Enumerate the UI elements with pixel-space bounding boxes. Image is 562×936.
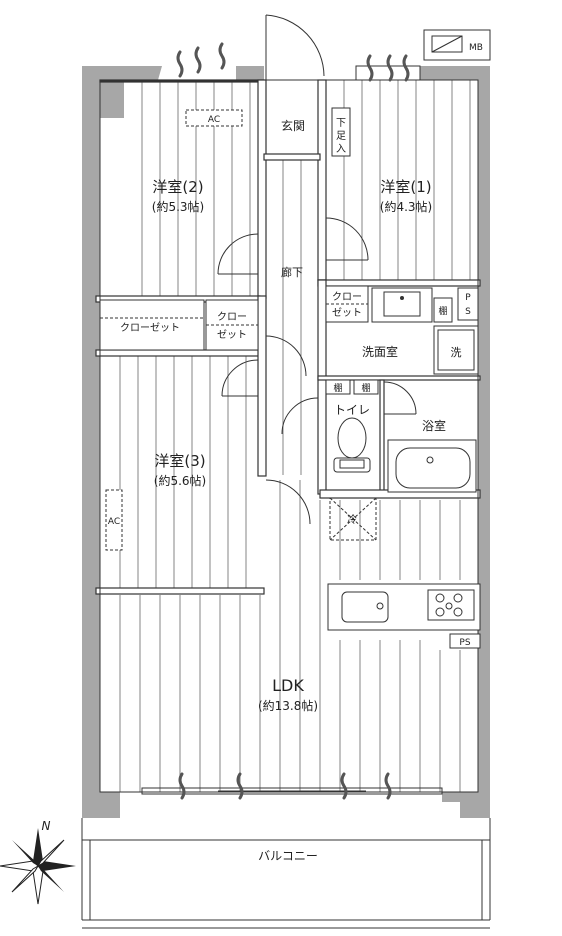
label-shoe-closet-3: 入 [336,144,346,155]
toilet-fixture [333,417,371,473]
closet-right [325,285,369,323]
shoe-closet [331,107,351,157]
door-arcs [217,217,417,525]
interior-walls [95,79,481,595]
meter-box [423,29,491,61]
label-shoe-closet-2: 足 [336,130,346,142]
label-closet-right-1: クロー [332,291,362,303]
label-shoe-closet-1: 下 [336,118,346,129]
exterior-walls [82,66,490,818]
label-shelf-a: 棚 [333,382,342,394]
room-name-western2: 洋室(2) [152,178,203,196]
bathtub [387,439,477,493]
vent-marks [176,42,410,800]
label-corridor: 廊下 [281,265,303,279]
room-area-western3: (約5.6帖) [154,473,206,488]
ps-wash [457,287,479,321]
washbasin [371,287,433,323]
ps-kitchen [449,633,481,649]
fridge-space [329,497,377,541]
room-name-ldk: LDK [272,676,304,695]
window-western1 [355,65,421,81]
label-mb: MB [469,43,483,53]
label-toilet: トイレ [334,403,370,417]
label-bathroom: 浴室 [422,418,446,433]
compass-rose [0,828,76,905]
entrance-door [265,14,325,80]
label-washroom: 洗面室 [362,344,398,359]
label-ac-western3: AC [108,517,120,527]
room-name-western1: 洋室(1) [380,178,431,196]
label-ps-kitchen: PS [459,638,470,648]
closet-small [205,299,259,351]
balcony-window [141,787,443,795]
shelf-a [325,379,351,395]
room-name-western3: 洋室(3) [154,452,205,470]
ac-unit-western2 [185,109,243,127]
label-closet-right-2: ゼット [332,307,362,319]
stove-burners [435,593,463,617]
shelf-b [353,379,379,395]
room-area-western1: (約4.3帖) [380,199,432,214]
ac-unit-western3 [105,489,123,551]
room-area-ldk: (約13.8帖) [258,698,318,713]
label-closet-small-1: クロー [217,311,247,323]
label-shelf-wash: 棚 [438,305,447,317]
label-washer: 洗 [451,346,462,359]
label-ac-western2: AC [208,115,220,125]
shelf-wash [433,297,453,323]
label-closet-small-2: ゼット [217,329,247,341]
kitchen-counter [327,583,481,631]
closet-wide [99,299,205,351]
label-balcony: バルコニー [258,849,318,863]
label-ps-wash-p: P [465,293,471,303]
washer [433,325,479,375]
room-area-western2: (約5.3帖) [152,199,204,214]
label-closet-wide: クローゼット [120,322,180,334]
label-shelf-b: 棚 [361,382,370,394]
label-ps-wash-s: S [465,307,471,317]
compass-north-label: N [42,819,51,833]
label-entrance: 玄関 [281,118,305,133]
label-fridge: 冷 [347,513,357,526]
